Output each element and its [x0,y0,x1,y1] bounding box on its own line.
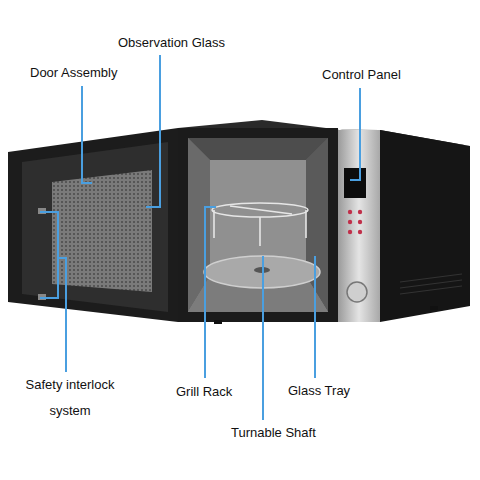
rack-leg [305,210,307,238]
part-label: Turnable Shaft [231,425,331,441]
part-label: Grill Rack [176,384,266,400]
leader-line [146,55,160,207]
part-label: Observation Glass [118,35,258,51]
control-knob [347,282,367,302]
display [344,168,366,198]
body-side [380,130,470,322]
leader-line [314,256,316,378]
button [358,220,362,224]
buttons [348,210,362,234]
grill-rack [212,203,308,246]
part-label: Door Assembly [30,65,154,81]
rack-bar [230,206,292,214]
leader-line [262,256,264,420]
bracket [40,212,58,298]
leader-lines [40,55,360,420]
button [348,210,352,214]
button [358,210,362,214]
part-label: Safety interlock system [18,372,122,424]
button [358,230,362,234]
button [348,230,352,234]
button [348,220,352,224]
door-inner-frame [22,142,168,312]
cavity-ceiling [188,138,328,160]
leader-line [205,207,216,378]
leader-line [82,86,92,183]
rack-leg [213,210,215,238]
vent-line [400,286,462,294]
rack-leg [259,217,261,246]
leader-line [350,88,360,180]
part-label: Glass Tray [288,383,368,399]
side-vents [400,274,462,294]
leader-line [58,258,66,372]
oven-cavity [188,138,328,312]
part-label: Control Panel [322,67,438,83]
rack-ring [212,203,308,217]
foot [214,320,222,324]
door [8,128,178,322]
foot [430,306,438,310]
